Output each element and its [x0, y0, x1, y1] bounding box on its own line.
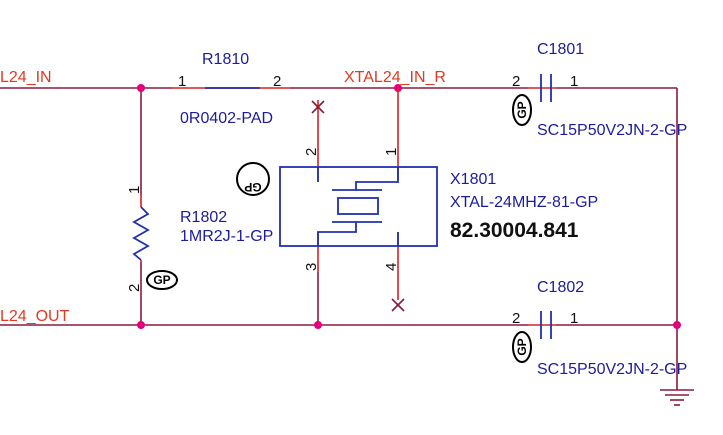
resistor-r1810: R1810 0R0402-PAD 1 2: [172, 51, 290, 127]
resistor-r1802: R1802 1MR2J-1-GP 1 2: [126, 186, 273, 292]
x1801-body: [279, 166, 438, 247]
c1802-pin2-label: 2: [512, 310, 520, 327]
c1801-value: SC15P50V2JN-2-GP: [537, 122, 687, 139]
c1802-value: SC15P50V2JN-2-GP: [537, 361, 687, 378]
wires: [0, 87, 678, 390]
gp-mark-text: GP: [515, 338, 529, 355]
net-label-xtal24-in-r: XTAL24_IN_R: [344, 69, 446, 86]
r1802-pin1-label: 1: [126, 186, 143, 194]
x1801-pin3-label: 3: [303, 263, 320, 271]
r1810-value: 0R0402-PAD: [180, 110, 273, 127]
gp-mark-c1802: GP: [512, 331, 532, 363]
gp-mark-x1801: GP: [236, 162, 270, 196]
junction-dot: [314, 321, 322, 329]
junction-dot: [137, 321, 145, 329]
x1801-value: XTAL-24MHZ-81-GP: [450, 194, 598, 211]
r1802-pin2-label: 2: [126, 284, 143, 292]
gp-mark-text: GP: [153, 273, 170, 287]
r1810-pin1-label: 1: [178, 73, 186, 90]
no-connect-mark: [391, 298, 405, 312]
gp-mark-c1801: GP: [512, 94, 532, 126]
c1801-pin2-label: 2: [512, 73, 520, 90]
ground-icon: [660, 389, 694, 406]
c1801-ref: C1801: [537, 41, 584, 58]
junction-dot: [137, 84, 145, 92]
gp-mark-r1802: GP: [146, 270, 178, 290]
r1810-pin2-label: 2: [273, 73, 281, 90]
crystal-x1801: X1801 XTAL-24MHZ-81-GP 82.30004.841 1 2 …: [279, 88, 598, 312]
x1801-ref: X1801: [450, 171, 496, 188]
gp-mark-text: GP: [515, 101, 529, 118]
x1801-pin2-label: 2: [303, 148, 320, 156]
r1802-value: 1MR2J-1-GP: [180, 228, 273, 245]
net-label-l24-in: L24_IN: [0, 69, 52, 86]
x1801-part-number: 82.30004.841: [450, 219, 579, 242]
no-connect-mark: [311, 100, 325, 114]
net-label-l24-out: L24_OUT: [0, 308, 70, 325]
x1801-pin1-label: 1: [383, 148, 400, 156]
c1801-pin1-label: 1: [570, 73, 578, 90]
capacitor-c1801: C1801 SC15P50V2JN-2-GP 2 1: [512, 41, 687, 139]
r1802-zigzag: [132, 206, 150, 261]
r1810-ref: R1810: [202, 51, 249, 68]
capacitor-c1802: C1802 SC15P50V2JN-2-GP 2 1: [512, 279, 687, 378]
c1802-ref: C1802: [537, 279, 584, 296]
gp-mark-text: GP: [244, 180, 261, 194]
junction-dot: [673, 321, 681, 329]
junctions: [137, 84, 681, 329]
x1801-pin4-label: 4: [383, 263, 400, 271]
r1802-ref: R1802: [180, 209, 227, 226]
x1801-crystal-symbol: [317, 167, 399, 246]
c1802-pin1-label: 1: [570, 310, 578, 327]
